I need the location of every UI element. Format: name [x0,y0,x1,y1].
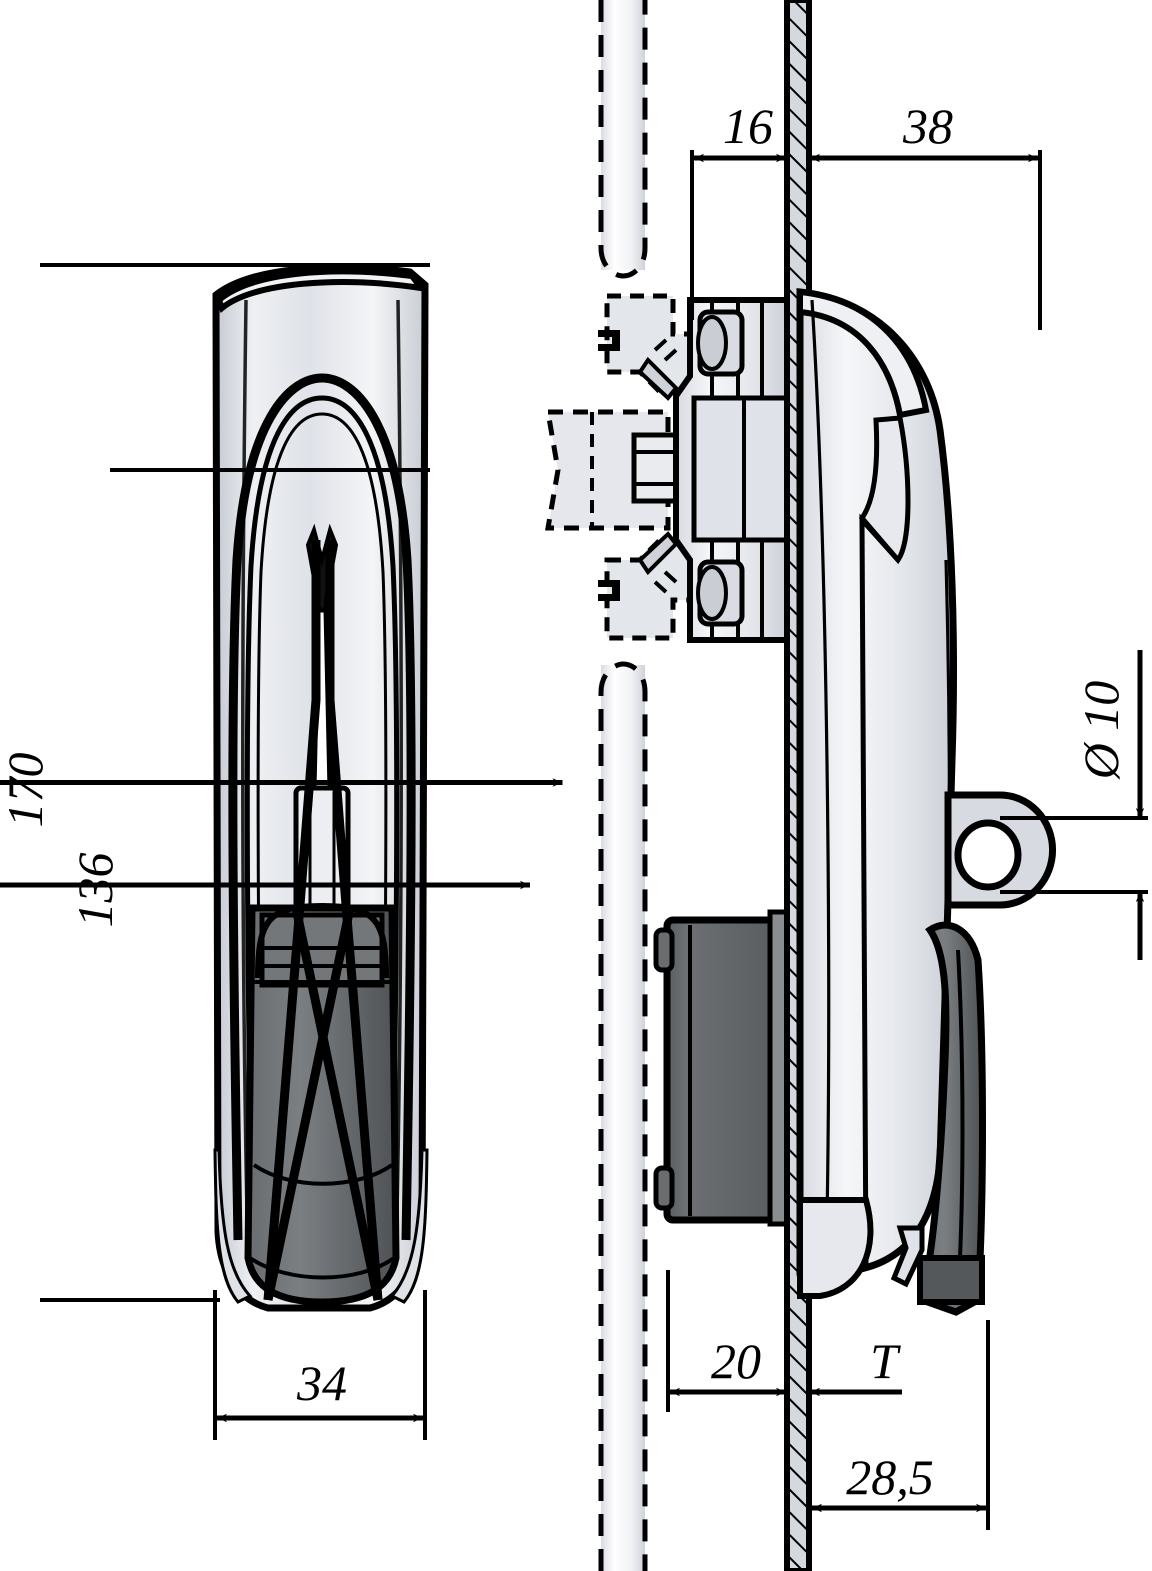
side-handle-profile [796,288,957,1276]
side-view-group [545,0,1057,1571]
dimension-text-layer: 170 136 34 16 38 Ø 10 20 T 28,5 [0,98,1129,1505]
front-inner-rim-right [394,299,403,1263]
rod-lower-outline [598,661,648,1571]
front-lever-bottom-arc [252,1163,394,1186]
side-handle-foot [797,1197,874,1299]
dim-label-170: 170 [0,753,53,828]
dim-label-38: 38 [902,98,953,154]
side-handle-top-lip [797,288,930,419]
rod-upper [601,0,645,270]
side-shade-1 [810,299,831,1273]
dim-label-T: T [870,1333,901,1389]
dim-label-16: 16 [723,98,773,154]
rod-lower [601,665,645,1571]
dim-label-20: 20 [711,1333,761,1389]
front-recess-inner [256,412,388,1241]
front-skirt-left [213,1148,253,1304]
front-cross-line-left [263,540,321,1301]
dimension-layer [0,150,1148,1530]
front-lever-bracket-arc [255,902,389,979]
front-top-cap [215,268,428,313]
bolt-bottom [696,559,745,627]
front-skirt-right [389,1148,429,1304]
front-cross-line-a [291,907,383,1301]
side-lower-lever [918,921,986,1316]
front-recess-outer [228,373,416,1241]
rod-upper-outline [598,0,648,279]
front-lever-bottom-arc2 [248,1256,396,1280]
side-handle-recess-line [859,513,900,1271]
side-lever-foot [917,1255,985,1305]
side-latch-hook [890,1225,925,1288]
rear-dark-box [653,909,795,1227]
front-cross-line-right [325,540,383,1301]
front-inner-rim-left [241,299,250,1263]
front-recess-mid [244,395,400,1241]
front-cross-line-b [263,907,355,1301]
bolt-top [696,309,745,377]
dim-label-34: 34 [296,1355,347,1411]
front-view-group [212,264,429,1312]
padlock-eye [944,791,1057,909]
dim-label-diameter-10: Ø 10 [1073,681,1129,781]
dim-label-28-5: 28,5 [846,1449,934,1505]
dim-label-136: 136 [67,853,123,928]
